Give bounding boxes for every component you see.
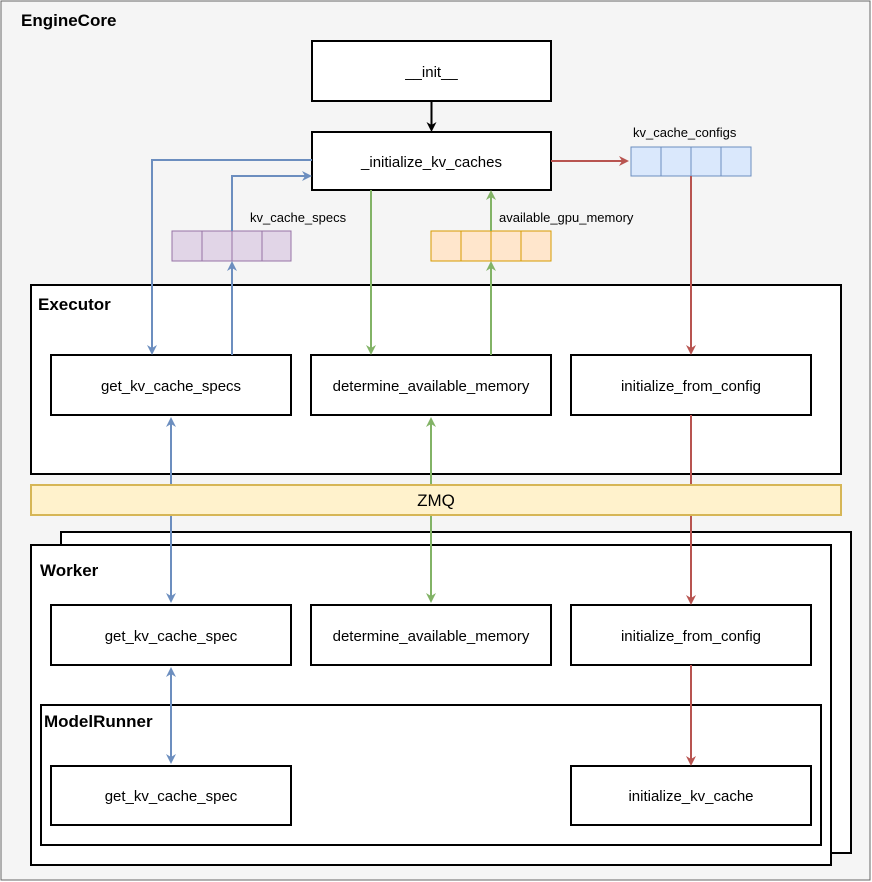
kv-cache-configs-label: kv_cache_configs [633,125,737,140]
zmq-label: ZMQ [417,491,455,510]
engine-core-title: EngineCore [21,11,116,30]
available-gpu-memory-label: available_gpu_memory [499,210,634,225]
kv-cache-specs-label: kv_cache_specs [250,210,347,225]
initialize-kv-caches-label: _initialize_kv_caches [360,154,502,171]
available-gpu-memory-array [430,230,552,262]
executor-title: Executor [38,295,111,314]
worker-title: Worker [40,561,99,580]
executor-determine-available-memory-box [310,354,552,416]
init-label: __init__ [404,64,458,81]
worker-get-kv-cache-spec-label: get_kv_cache_spec [105,628,238,645]
initialize-kv-caches-box [311,131,552,191]
blue-arrow-initialize-to-get-specs [147,159,312,355]
model-runner-title: ModelRunner [44,712,153,731]
kv-cache-configs-array [630,146,752,177]
executor-get-kv-cache-specs-label: get_kv_cache_specs [101,378,241,395]
model-runner-initialize-kv-cache-box [570,765,812,826]
model-runner-get-kv-cache-spec-label: get_kv_cache_spec [105,788,238,805]
blue-arrow-array-to-initialize [231,171,312,231]
model-runner-initialize-kv-cache-label: initialize_kv_cache [628,788,753,805]
kv-cache-specs-array [171,230,292,262]
executor-determine-available-memory-label: determine_available_memory [333,378,530,395]
executor-initialize-from-config-label: initialize_from_config [621,378,761,395]
worker-determine-available-memory-box [310,604,552,666]
executor-get-kv-cache-specs-box [50,354,292,416]
worker-initialize-from-config-box [570,604,812,666]
zmq-bar [30,484,842,516]
model-runner-get-kv-cache-spec-box [50,765,292,826]
worker-determine-available-memory-label: determine_available_memory [333,628,530,645]
worker-get-kv-cache-spec-box [50,604,292,666]
worker-initialize-from-config-label: initialize_from_config [621,628,761,645]
init-box [311,40,552,102]
executor-initialize-from-config-box [570,354,812,416]
